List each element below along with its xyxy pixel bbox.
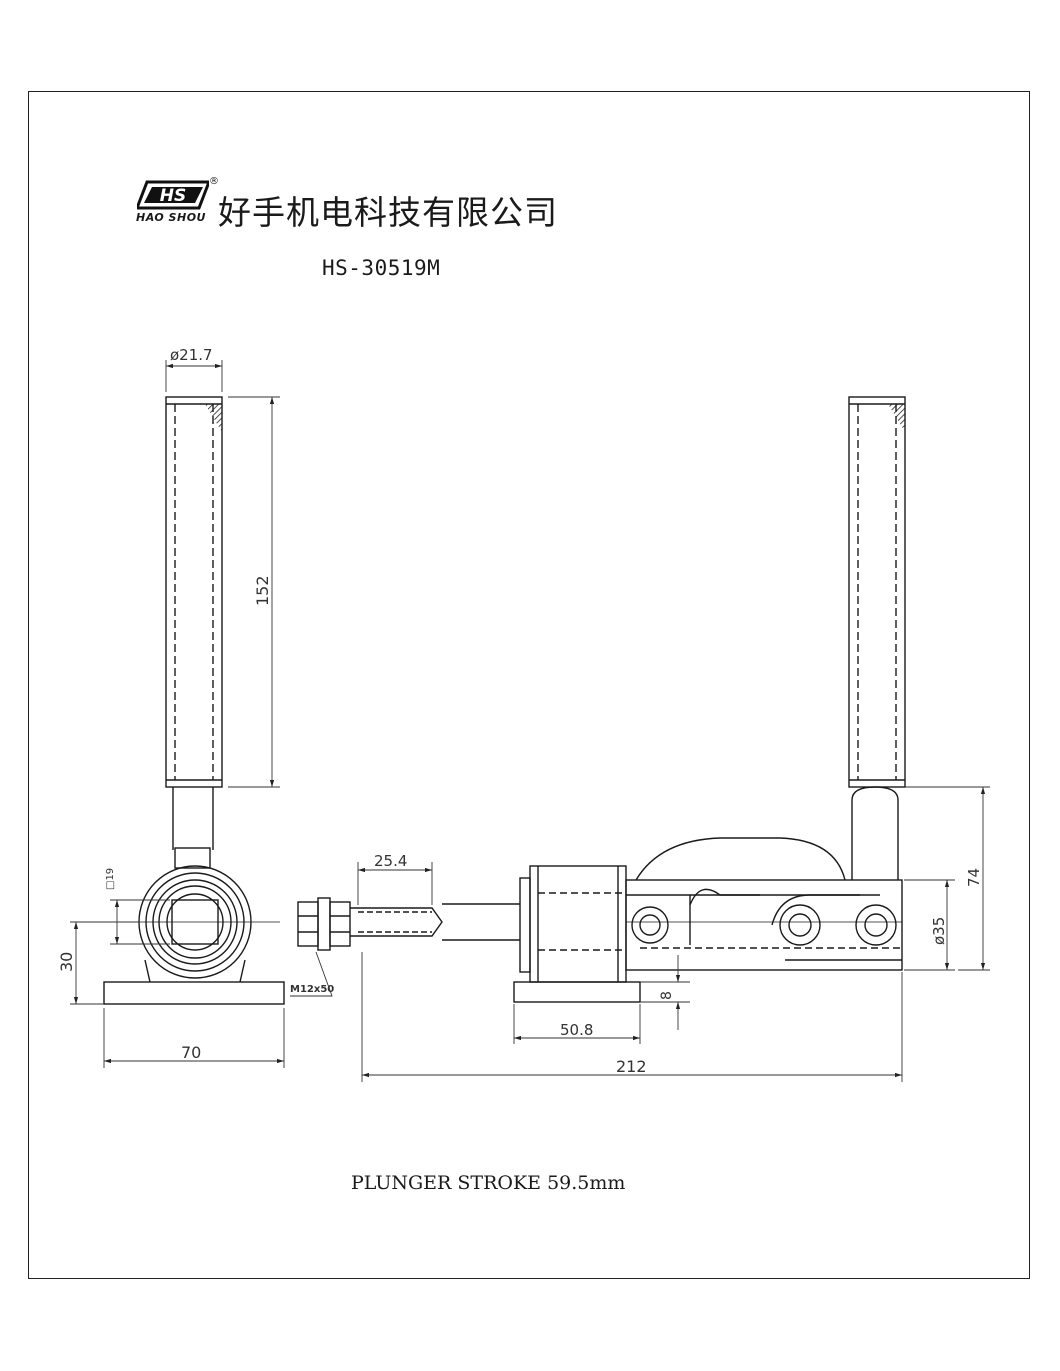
clamp-body	[625, 879, 903, 971]
dim-bolt-spec: M12x50	[290, 984, 334, 995]
base-plate	[103, 981, 285, 1005]
plunger-stroke-note: PLUNGER STROKE 59.5mm	[351, 1172, 626, 1194]
dim-base-width: 70	[181, 1043, 201, 1062]
brand-subtitle: HAO SHOU	[136, 211, 206, 224]
dim-base-height: 30	[57, 952, 76, 972]
dimension-lines	[70, 360, 990, 1082]
hs-logo-mark: HS	[137, 180, 209, 210]
logo-text: HS	[160, 186, 186, 206]
side-handle-grip	[848, 396, 906, 788]
dim-base-length: 50.8	[560, 1021, 593, 1039]
handle-grip	[165, 396, 223, 788]
side-view	[297, 396, 906, 1003]
dim-total-length: 212	[616, 1057, 647, 1076]
drawing-frame	[28, 91, 1030, 1279]
dim-square: □19	[105, 868, 116, 890]
dim-body-diameter: ø35	[930, 917, 948, 945]
front-view	[78, 396, 285, 1005]
brand-logo: HS ®	[135, 176, 219, 232]
dim-thread-length: 25.4	[374, 852, 407, 870]
bushing-block	[529, 865, 627, 983]
dim-handle-height: 74	[965, 868, 983, 887]
side-base-plate	[513, 981, 641, 1003]
company-name: 好手机电科技有限公司	[218, 193, 558, 232]
model-number: HS-30519M	[322, 256, 441, 280]
dimension-labels: ø21.7 152 □19 30 70 25.4 M12x50 50.8 8 2…	[57, 346, 983, 1076]
dim-base-offset: 8	[659, 991, 675, 1000]
registered-mark: ®	[209, 176, 219, 187]
dim-handle-diameter: ø21.7	[170, 346, 213, 364]
dim-handle-length: 152	[253, 575, 272, 606]
